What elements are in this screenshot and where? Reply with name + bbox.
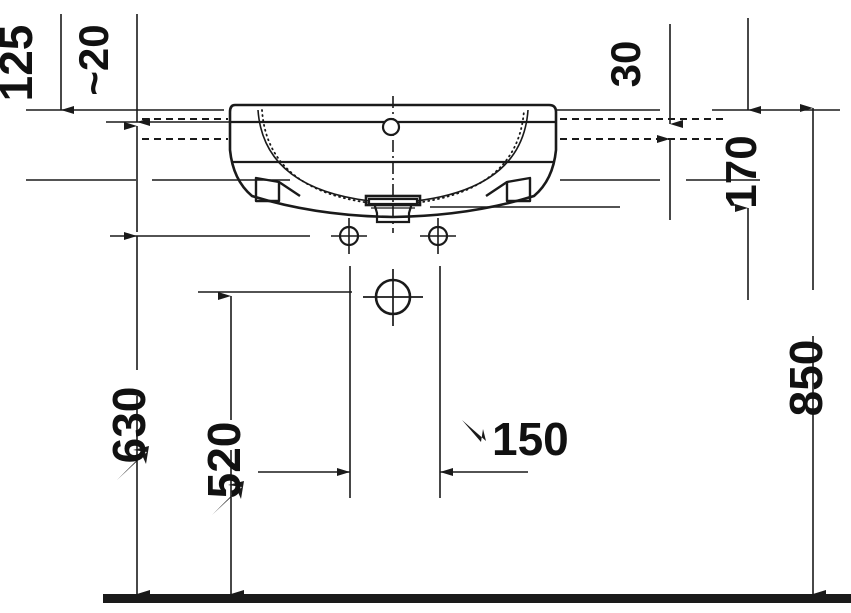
- dim-label-170: 170: [717, 135, 766, 208]
- basin-foot-left: [254, 176, 301, 203]
- overflow-hole-icon: [381, 117, 401, 137]
- bowl-inner-ribs: [257, 109, 529, 204]
- fixing-hole-left-icon: [331, 218, 367, 254]
- fixing-hole-right-icon: [420, 218, 456, 254]
- dim-label-125: 125: [0, 25, 42, 102]
- dim-150-leader-arrow: [462, 420, 486, 442]
- floor-line: [103, 594, 851, 603]
- dim-520-leader-arrow: [212, 481, 244, 515]
- waste-outlet-hole-icon: [363, 269, 423, 326]
- dim-630-leader-arrow: [117, 446, 149, 480]
- dim-label-20: ~20: [70, 24, 117, 95]
- basin-foot-right: [485, 176, 532, 203]
- rim-hidden-lines-left: [142, 118, 228, 140]
- dim-label-30: 30: [602, 41, 649, 88]
- rim-hidden-lines-right: [560, 118, 726, 140]
- dim-label-150: 150: [492, 413, 569, 465]
- dim-label-520: 520: [198, 422, 250, 499]
- hole-extension-lines: [349, 266, 441, 498]
- dim-label-630: 630: [103, 387, 155, 464]
- dim-label-850: 850: [780, 340, 832, 417]
